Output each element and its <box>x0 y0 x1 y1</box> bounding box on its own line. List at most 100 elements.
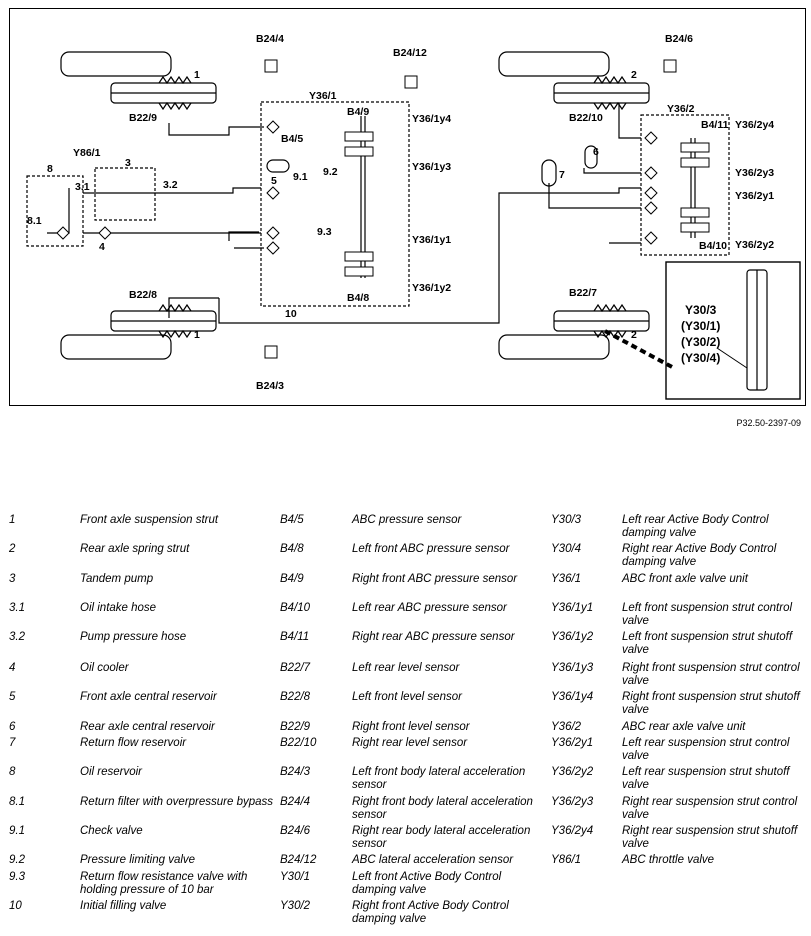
label-b22-8: B22/8 <box>129 289 157 301</box>
legend-code: B4/5 <box>280 514 304 526</box>
label-y86-1: Y86/1 <box>73 147 101 159</box>
legend-code: B22/10 <box>280 737 317 749</box>
legend-code: B22/9 <box>280 721 311 733</box>
damping-valve-inset <box>665 261 801 400</box>
legend-description: Right front suspension strut shutoff val… <box>622 691 800 716</box>
legend-description: ABC throttle valve <box>622 854 715 866</box>
label-2-top: 2 <box>631 69 637 81</box>
legend-code: Y36/2y1 <box>551 737 594 749</box>
legend-description: Check valve <box>80 825 143 837</box>
label-9-2: 9.2 <box>323 166 338 178</box>
legend-description: Left rear Active Body Control damping va… <box>622 514 769 539</box>
legend-code: B24/6 <box>280 825 311 837</box>
legend-description: Left rear level sensor <box>352 662 460 674</box>
legend-code: 9.2 <box>9 854 25 866</box>
rear-right-strut <box>553 75 650 111</box>
legend-description: Front axle suspension strut <box>80 514 219 526</box>
front-valve-unit-box <box>260 101 410 307</box>
legend-description: Oil cooler <box>80 662 129 674</box>
legend-description: Right front body lateral acceleration se… <box>352 796 533 821</box>
label-9-1: 9.1 <box>293 171 308 183</box>
label-b24-3: B24/3 <box>256 380 284 392</box>
legend-description: Oil reservoir <box>80 766 142 778</box>
hydraulic-lines <box>47 103 696 324</box>
legend-description: Pressure limiting valve <box>80 854 196 866</box>
label-b4-8: B4/8 <box>347 292 369 304</box>
legend-code: Y36/1y4 <box>551 691 594 703</box>
legend-description: Left rear suspension strut control valve <box>622 737 790 762</box>
label-8-1: 8.1 <box>27 215 42 227</box>
label-10: 10 <box>285 308 297 320</box>
label-b4-10: B4/10 <box>699 240 727 252</box>
front-right-wheel <box>60 51 172 77</box>
legend-code: 7 <box>9 737 16 749</box>
legend-description: Left front ABC pressure sensor <box>352 543 510 555</box>
rear-left-wheel <box>498 334 610 360</box>
label-1-bottom: 1 <box>194 329 200 341</box>
legend-description: Pump pressure hose <box>80 631 187 643</box>
legend-code: Y36/2 <box>551 721 582 733</box>
label-9-3: 9.3 <box>317 226 332 238</box>
legend-code: B24/3 <box>280 766 311 778</box>
legend-description: Right rear suspension strut shutoff valv… <box>622 825 798 850</box>
label-8: 8 <box>47 163 53 175</box>
legend-code: B22/8 <box>280 691 311 703</box>
front-right-strut <box>110 75 217 111</box>
legend-description: Right rear level sensor <box>352 737 468 749</box>
label-b24-12: B24/12 <box>393 47 427 59</box>
legend-description: ABC rear axle valve unit <box>622 721 746 733</box>
connection-symbols <box>56 120 658 255</box>
legend-code: Y36/1y2 <box>551 631 594 643</box>
legend-description: Return flow resistance valve with holdin… <box>80 871 248 896</box>
rear-central-reservoir <box>584 145 598 169</box>
legend-description: Left front suspension strut shutoff valv… <box>622 631 793 656</box>
legend-description: Right front Active Body Control damping … <box>352 900 509 925</box>
rear-right-wheel <box>498 51 610 77</box>
legend-description: ABC lateral acceleration sensor <box>352 854 514 866</box>
front-left-strut <box>110 303 217 339</box>
legend-code: Y36/2y4 <box>551 825 594 837</box>
label-5: 5 <box>271 175 277 187</box>
label-b4-11: B4/11 <box>701 119 729 131</box>
rear-left-strut <box>553 303 650 339</box>
label-b22-9: B22/9 <box>129 112 157 124</box>
label-3-2: 3.2 <box>163 179 178 191</box>
legend-code: 6 <box>9 721 16 733</box>
legend-code: B4/11 <box>280 631 310 643</box>
label-y36-2y1: Y36/2y1 <box>735 190 774 202</box>
legend-description: Left front body lateral acceleration sen… <box>352 766 526 791</box>
label-y30-2: (Y30/2) <box>681 335 720 349</box>
acceleration-sensors <box>264 59 677 359</box>
label-y36-1: Y36/1 <box>309 90 337 102</box>
label-y36-2y4: Y36/2y4 <box>735 119 774 131</box>
legend-description: Tandem pump <box>80 573 154 585</box>
label-y30-1: (Y30/1) <box>681 319 720 333</box>
legend-description: Left rear ABC pressure sensor <box>352 602 507 614</box>
legend-description: Right rear ABC pressure sensor <box>352 631 515 643</box>
legend-code: 4 <box>9 662 16 674</box>
legend-description: Right rear Active Body Control damping v… <box>622 543 777 568</box>
legend-description: Right front ABC pressure sensor <box>352 573 518 585</box>
legend-code: 9.3 <box>9 871 25 883</box>
legend-code: B24/12 <box>280 854 317 866</box>
label-b24-6: B24/6 <box>665 33 693 45</box>
legend-description: Rear axle spring strut <box>80 543 190 555</box>
label-b4-5: B4/5 <box>281 133 303 145</box>
label-b24-4: B24/4 <box>256 33 284 45</box>
legend-code: 2 <box>9 543 16 555</box>
legend-code: Y30/2 <box>280 900 311 912</box>
label-b22-10: B22/10 <box>569 112 603 124</box>
label-y36-2y2: Y36/2y2 <box>735 239 774 251</box>
legend-code: Y30/4 <box>551 543 582 555</box>
label-b22-7: B22/7 <box>569 287 597 299</box>
legend-code: Y36/2y3 <box>551 796 594 808</box>
label-1-top: 1 <box>194 69 200 81</box>
label-4: 4 <box>99 241 105 253</box>
legend-code: Y36/2y2 <box>551 766 594 778</box>
label-y36-2: Y36/2 <box>667 103 695 115</box>
legend-description: Front axle central reservoir <box>80 691 217 703</box>
legend-description: Right front level sensor <box>352 721 470 733</box>
label-6: 6 <box>593 146 599 158</box>
oil-reservoir-box <box>26 175 84 247</box>
